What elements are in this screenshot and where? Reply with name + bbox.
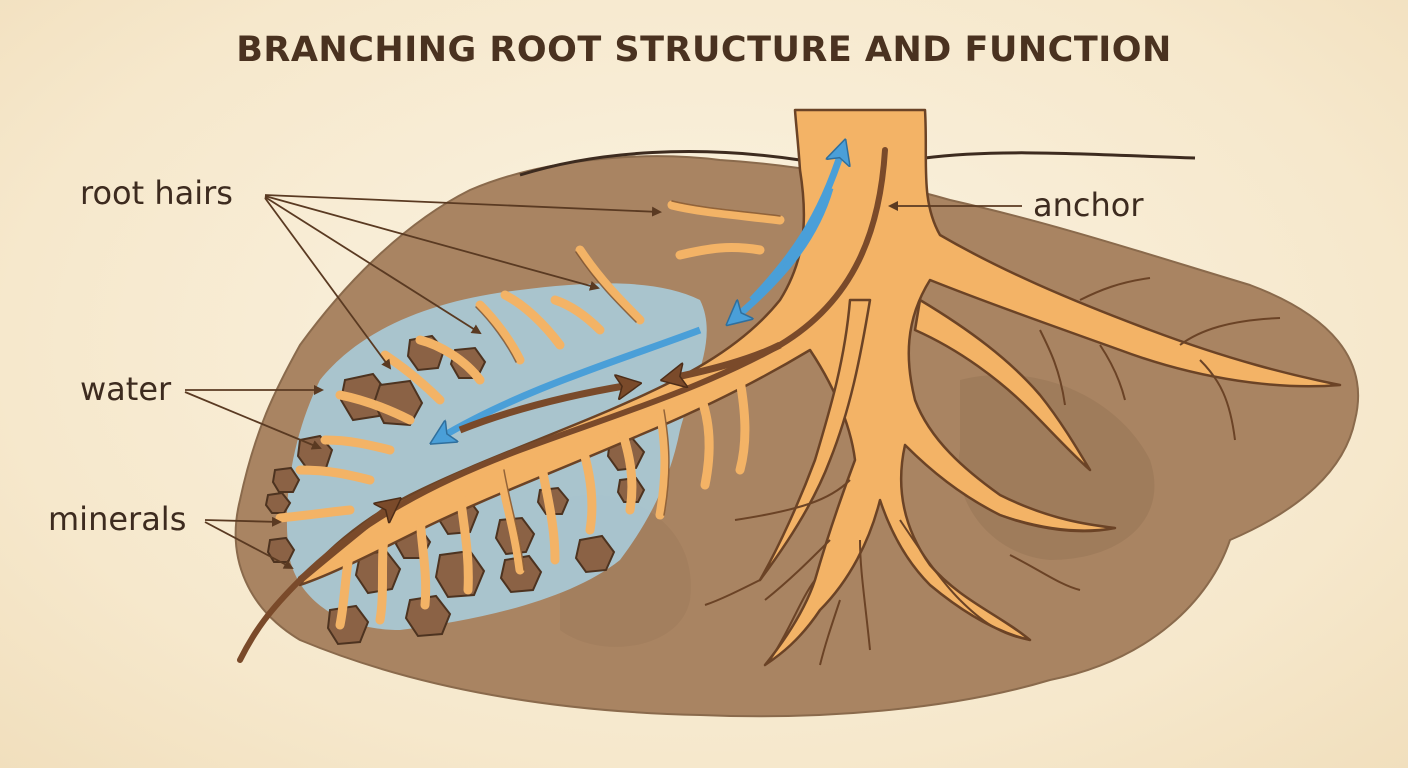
root-core xyxy=(237,147,888,663)
root-system xyxy=(298,108,1342,667)
mineral-arrow-up xyxy=(297,505,392,583)
mineral-arrow-left xyxy=(672,341,782,378)
water-arrow-left xyxy=(440,326,702,438)
mineral-arrow-right xyxy=(458,385,630,434)
ground-line xyxy=(519,150,801,177)
label-root-hairs: root hairs xyxy=(80,174,233,212)
thin-roots xyxy=(704,277,1281,666)
ground-line xyxy=(924,151,1196,160)
root-hairs-leaders xyxy=(264,194,662,370)
minerals-leaders xyxy=(204,516,294,569)
label-water: water xyxy=(80,370,172,408)
label-anchor: anchor xyxy=(1033,186,1144,224)
label-minerals: minerals xyxy=(48,500,187,538)
root-hair-outlines xyxy=(475,200,781,571)
root-hairs xyxy=(275,200,785,630)
water-arrow-in xyxy=(735,187,834,318)
diagram-title: BRANCHING ROOT STRUCTURE AND FUNCTION xyxy=(236,30,1172,70)
water-leaders xyxy=(184,385,324,450)
